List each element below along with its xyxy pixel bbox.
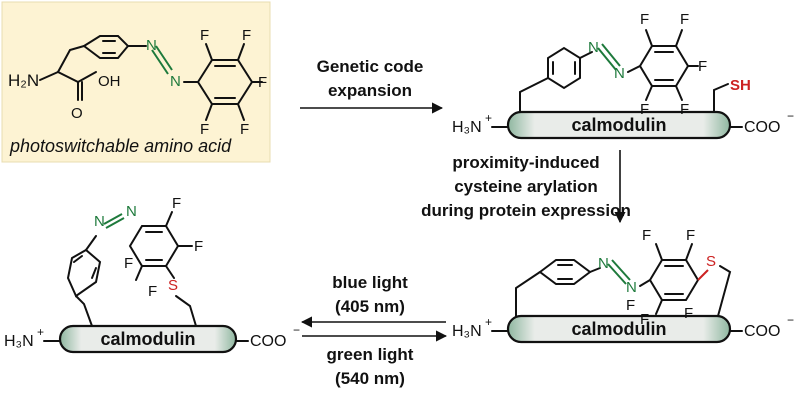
f1-product3: F — [172, 195, 181, 212]
thioether-label-3: S — [168, 277, 178, 294]
f4-product2: F — [684, 305, 693, 322]
azo-n2-product3: N — [126, 203, 137, 220]
step3-bottom-line1: green light — [327, 345, 414, 364]
f2-product1: F — [680, 11, 689, 28]
phenyl-ring-3 — [66, 248, 102, 298]
step3-top-line2: (405 nm) — [335, 297, 405, 316]
n-terminus-3: H₃N — [4, 333, 34, 350]
c-charge-3: − — [293, 323, 300, 337]
amine-label: H₂N — [8, 71, 39, 90]
fluorine-3: F — [258, 74, 267, 91]
azo-n1-product2: N — [598, 255, 609, 272]
azo-n2-product2: N — [626, 279, 637, 296]
n-terminus-2: H₃N — [452, 323, 482, 340]
calmodulin-label-1: calmodulin — [571, 115, 666, 135]
step1: Genetic code expansion — [300, 57, 444, 114]
n-charge-3: + — [37, 325, 44, 339]
amino-acid-caption: photoswitchable amino acid — [9, 136, 232, 156]
product-crosslinked-trans: calmodulin H₃N + COO − N N F F F F F S — [452, 227, 794, 344]
calmodulin-bar-1 — [506, 110, 732, 140]
f4-product3: F — [148, 283, 157, 300]
step2-line1: proximity-induced — [452, 153, 599, 172]
fluorine-5: F — [200, 121, 209, 138]
step3-bottom-line2: (540 nm) — [335, 369, 405, 388]
fluorine-4: F — [240, 121, 249, 138]
step1-line2: expansion — [328, 81, 412, 100]
f1-product1: F — [640, 11, 649, 28]
step2: proximity-induced cysteine arylation dur… — [421, 150, 631, 224]
f5-product1: F — [640, 101, 649, 118]
n-charge-1: + — [485, 111, 492, 125]
calmodulin-label-3: calmodulin — [100, 329, 195, 349]
f3-product2: F — [640, 311, 649, 328]
azo-bond — [151, 49, 169, 75]
c-terminus-1: COO — [744, 119, 780, 136]
amino-acid-box — [1, 1, 271, 163]
f5-product2: F — [626, 297, 635, 314]
step3: blue light (405 nm) green light (540 nm) — [300, 273, 448, 388]
step3-top-line1: blue light — [332, 273, 408, 292]
product-cysteine: calmodulin H₃N + COO − N N F F F F F SH — [452, 11, 794, 140]
phenyl-ring-2 — [538, 259, 592, 285]
f1-product2: F — [642, 227, 651, 244]
f3-product1: F — [698, 58, 707, 75]
calmodulin-bar-3 — [58, 324, 238, 354]
ca-bond — [39, 71, 59, 81]
azo-n2: N — [170, 73, 181, 90]
c-terminus-2: COO — [744, 323, 780, 340]
step2-line3: during protein expression — [421, 201, 631, 220]
calmodulin-label-2: calmodulin — [571, 319, 666, 339]
n-charge-2: + — [485, 315, 492, 329]
azo-n1-product1: N — [588, 39, 599, 56]
thioether-label-2: S — [706, 253, 716, 270]
c-terminus-3: COO — [250, 333, 286, 350]
f4-product1: F — [680, 101, 689, 118]
calmodulin-bar-2 — [506, 314, 732, 344]
azo-n1: N — [146, 37, 157, 54]
step2-line2: cysteine arylation — [454, 177, 598, 196]
azo-n2-product1: N — [614, 65, 625, 82]
product-crosslinked-cis: calmodulin H₃N + COO − N N F F F F S — [4, 195, 300, 354]
n-terminus-1: H₃N — [452, 119, 482, 136]
amino-acid-panel: H₂N O OH N N F F F F F photoswitchable a… — [1, 1, 271, 163]
step1-line1: Genetic code — [317, 57, 424, 76]
c-charge-1: − — [787, 109, 794, 123]
fluorine-2: F — [242, 27, 251, 44]
f3-product3: F — [124, 255, 133, 272]
azo-n1-product3: N — [94, 213, 105, 230]
f2-product2: F — [686, 227, 695, 244]
carbonyl-oxygen: O — [71, 105, 83, 122]
c-charge-2: − — [787, 313, 794, 327]
thiol-label: SH — [730, 77, 751, 94]
f2-product3: F — [194, 238, 203, 255]
hydroxyl-label: OH — [98, 73, 121, 90]
fluorine-1: F — [200, 27, 209, 44]
